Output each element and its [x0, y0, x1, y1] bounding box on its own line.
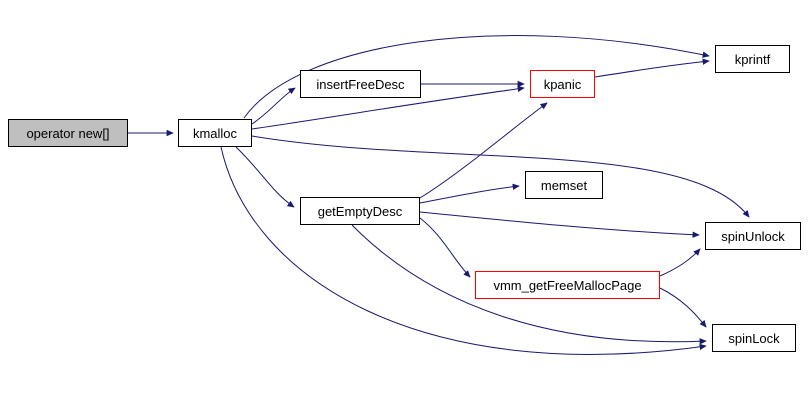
node-operator-new: operator new[]: [8, 119, 128, 147]
edge-kpanic-kprintf: [594, 58, 710, 78]
node-kmalloc[interactable]: kmalloc: [178, 119, 252, 147]
edge-kmalloc-getEmptyDesc: [235, 146, 295, 208]
node-memset[interactable]: memset: [525, 171, 603, 199]
edge-getEmptyDesc-memset: [419, 183, 520, 204]
node-vmm_getFreeMallocPage[interactable]: vmm_getFreeMallocPage: [475, 271, 660, 299]
node-spinUnlock[interactable]: spinUnlock: [705, 222, 801, 250]
edge-kmalloc-insertFreeDesc: [251, 87, 296, 125]
edge-vmm_getFreeMallocPage-spinUnlock: [659, 248, 701, 277]
node-insertFreeDesc[interactable]: insertFreeDesc: [300, 70, 421, 98]
node-getEmptyDesc[interactable]: getEmptyDesc: [300, 197, 420, 225]
edge-vmm_getFreeMallocPage-spinLock: [659, 287, 707, 328]
edge-getEmptyDesc-spinUnlock: [419, 211, 700, 238]
node-kpanic[interactable]: kpanic: [530, 70, 595, 98]
node-kprintf[interactable]: kprintf: [715, 45, 790, 73]
node-spinLock[interactable]: spinLock: [712, 324, 796, 352]
edge-getEmptyDesc-vmm_getFreeMallocPage: [419, 217, 471, 278]
edge-kmalloc-spinLock: [220, 146, 707, 355]
